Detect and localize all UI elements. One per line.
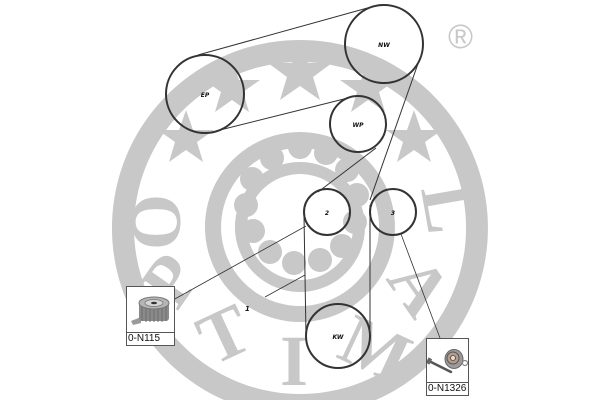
pulley-label-3: 3 bbox=[391, 210, 395, 217]
part-code-n1326: 0-N1326 bbox=[427, 382, 468, 394]
star-icon bbox=[340, 60, 396, 112]
part-card-n115[interactable]: 0-N115 bbox=[126, 286, 175, 346]
registered-mark: ® bbox=[448, 18, 473, 56]
belt-segment-wp-2 bbox=[317, 147, 377, 193]
leader-line-n115 bbox=[172, 225, 307, 301]
belt-segment-nw-3 bbox=[369, 57, 421, 201]
pulley-wp[interactable] bbox=[329, 95, 387, 153]
idler-icon bbox=[425, 349, 469, 374]
idler-pulley-image bbox=[425, 339, 469, 383]
pulley-label-2: 2 bbox=[325, 210, 329, 217]
belt-segment-ep-nw bbox=[197, 6, 372, 56]
star-icon bbox=[386, 110, 442, 162]
part-card-n1326[interactable]: 0-N1326 bbox=[425, 338, 469, 396]
pulley-3[interactable] bbox=[369, 188, 417, 236]
belt-segment-ep-wp bbox=[211, 97, 349, 133]
pulley-ep[interactable] bbox=[165, 54, 245, 134]
pulley-label-ep: EP bbox=[201, 92, 210, 99]
callout-label-1: 1 bbox=[245, 305, 250, 313]
pulley-nw[interactable] bbox=[344, 4, 424, 84]
star-icon bbox=[204, 60, 260, 112]
leader-line-n1326 bbox=[400, 233, 441, 339]
belt-segment-2-kw bbox=[303, 214, 307, 337]
pulley-label-nw: NW bbox=[378, 42, 390, 49]
pulley-label-kw: KW bbox=[332, 334, 343, 341]
letter-o: O bbox=[116, 194, 196, 250]
star-icon bbox=[158, 110, 214, 162]
pulley-2[interactable] bbox=[303, 188, 351, 236]
part-code-n115: 0-N115 bbox=[127, 332, 174, 345]
timing-belt bbox=[197, 6, 421, 338]
letter-i: I bbox=[280, 321, 308, 400]
pulley-kw[interactable] bbox=[305, 303, 371, 369]
optimal-watermark: O P T I M A L ® bbox=[111, 18, 492, 404]
pulleys bbox=[165, 4, 424, 369]
bearing-ring bbox=[204, 132, 395, 322]
star-icon bbox=[268, 40, 332, 100]
tensioner-icon bbox=[131, 296, 170, 325]
pulley-label-wp: WP bbox=[352, 122, 364, 129]
callout-lines bbox=[172, 225, 441, 339]
leader-line-1 bbox=[264, 274, 306, 298]
tensioner-pulley-image bbox=[127, 287, 174, 333]
